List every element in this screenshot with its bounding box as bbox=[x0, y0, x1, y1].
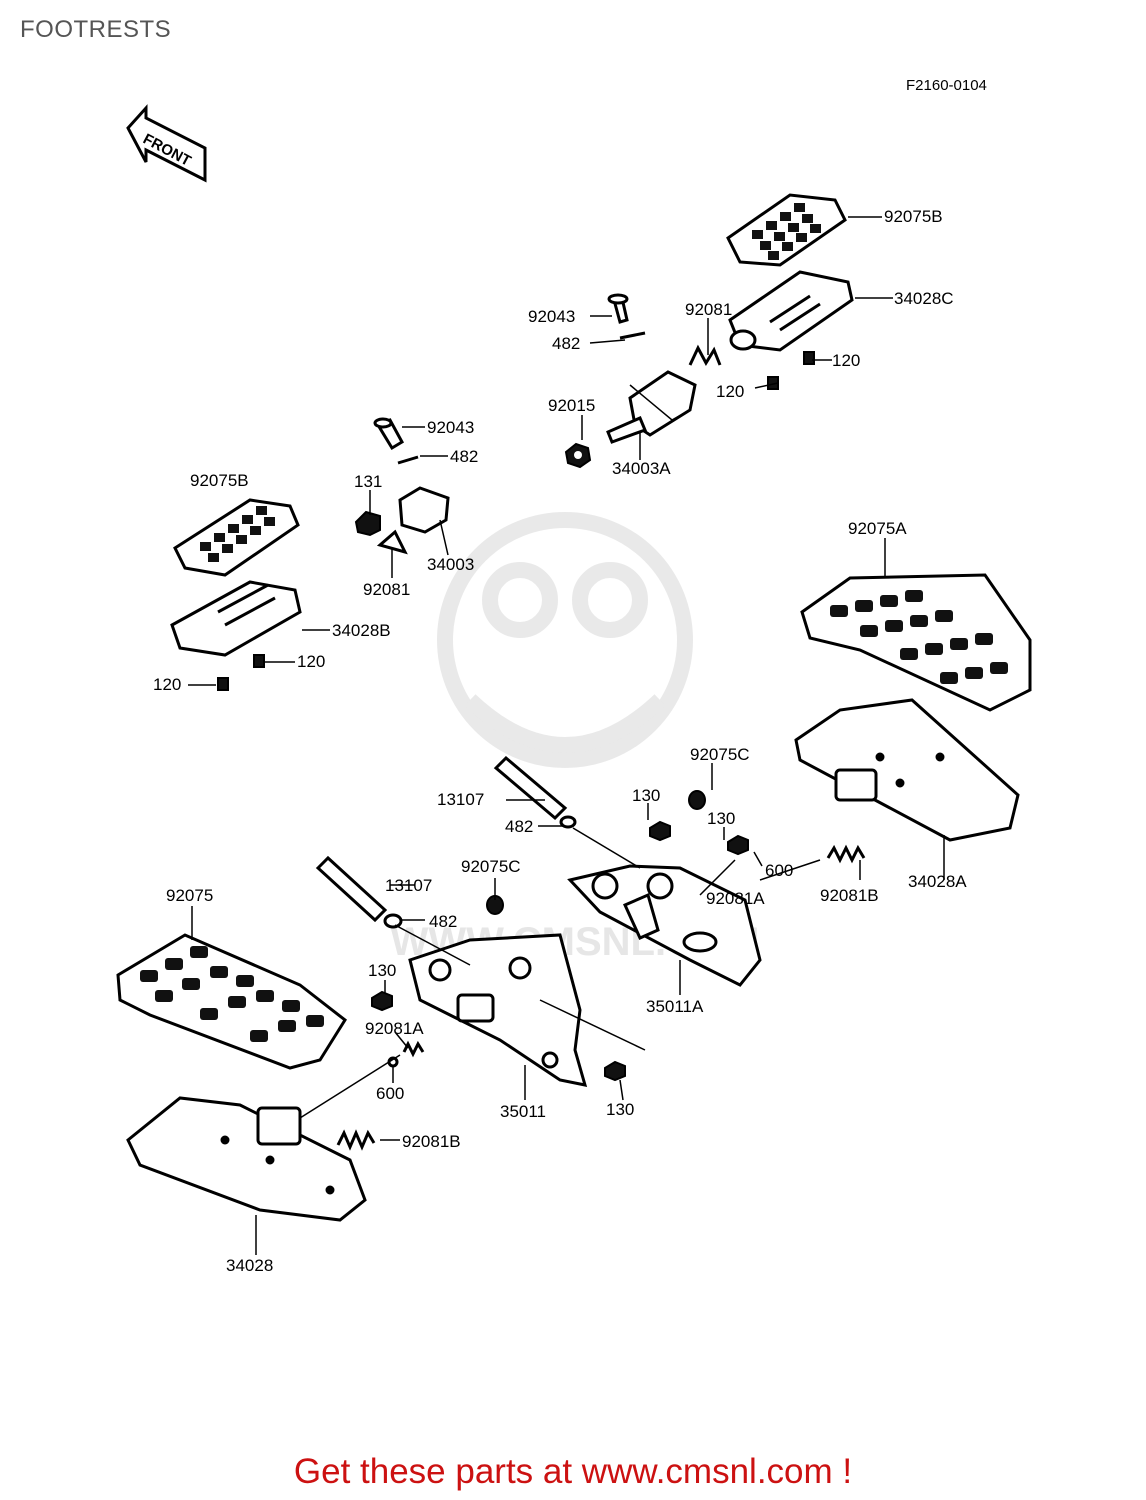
footpeg-left bbox=[170, 580, 302, 657]
callout-label: 600 bbox=[376, 1084, 404, 1103]
rubber-pad-left bbox=[173, 498, 300, 577]
callout-label: 482 bbox=[552, 334, 580, 353]
bolts-120-left bbox=[217, 654, 265, 691]
callout-label: 92081A bbox=[706, 889, 765, 908]
callout-label: 482 bbox=[429, 912, 457, 931]
callout-label: 34028 bbox=[226, 1256, 273, 1275]
callout-label: 130 bbox=[632, 786, 660, 805]
bolts-130-left bbox=[371, 895, 626, 1082]
callout-label: 92043 bbox=[528, 307, 575, 326]
footpeg-bracket-upper-right bbox=[606, 370, 697, 444]
rubber-pad-upper-right bbox=[726, 193, 847, 267]
callout-label: 35011 bbox=[500, 1102, 546, 1121]
callout-label: 92081B bbox=[402, 1132, 461, 1151]
bolt-131 bbox=[354, 510, 381, 537]
callout-label: 92075C bbox=[690, 745, 750, 764]
callout-label: 600 bbox=[765, 861, 793, 880]
callout-label: 120 bbox=[153, 675, 181, 694]
floorboard-right bbox=[794, 698, 1020, 842]
front-arrow-icon: FRONT bbox=[126, 104, 207, 183]
pivot-shaft-13107-lower bbox=[315, 855, 403, 929]
callout-label: 120 bbox=[832, 351, 860, 370]
page-title: FOOTRESTS bbox=[20, 16, 172, 43]
callout-label: 120 bbox=[297, 652, 325, 671]
callout-label: 34003A bbox=[612, 459, 671, 478]
leader-lines bbox=[188, 216, 945, 1255]
diagram-code: F2160-0104 bbox=[906, 77, 987, 94]
footpeg-bracket-left bbox=[376, 486, 450, 555]
callout-label: 130 bbox=[368, 961, 396, 980]
footpeg-upper-right bbox=[728, 270, 854, 352]
callout-label: 482 bbox=[450, 447, 478, 466]
callout-label: 92075A bbox=[848, 519, 907, 538]
floorboard-left bbox=[126, 1096, 367, 1222]
callout-label: 35011A bbox=[646, 997, 704, 1016]
callout-label: 92081B bbox=[820, 886, 879, 905]
callout-label: 92075 bbox=[166, 886, 213, 905]
floorboard-mat-right bbox=[800, 573, 1032, 712]
callout-label: 34028C bbox=[894, 289, 954, 308]
callout-label: 13107 bbox=[437, 790, 484, 809]
callout-labels: 92075B 34028C 92081 92043 482 120 120 92… bbox=[153, 207, 967, 1275]
callout-label: 34028B bbox=[332, 621, 391, 640]
spring-92081b-left bbox=[336, 1129, 376, 1151]
callout-label: 92075B bbox=[884, 207, 943, 226]
callout-label: 120 bbox=[716, 382, 744, 401]
bolts-130-right bbox=[649, 790, 749, 856]
callout-label: 130 bbox=[707, 809, 735, 828]
bracket-35011 bbox=[408, 933, 588, 1087]
spring-92081a-left bbox=[387, 1040, 425, 1068]
nut-92015 bbox=[564, 442, 592, 469]
pivot-pin-left bbox=[373, 417, 419, 465]
spring-92081b-right bbox=[826, 844, 866, 864]
callout-label: 92081 bbox=[685, 300, 732, 319]
spring-92081-upper bbox=[688, 344, 722, 367]
callout-label: 34028A bbox=[908, 872, 967, 891]
callout-label: 131 bbox=[354, 472, 382, 491]
callout-label: 92081 bbox=[363, 580, 410, 599]
pivot-shaft-13107-upper bbox=[493, 755, 577, 829]
floorboard-mat-left bbox=[116, 933, 347, 1070]
bracket-35011a bbox=[567, 864, 762, 987]
callout-label: 13107 bbox=[385, 876, 432, 895]
watermark-logo bbox=[437, 512, 693, 768]
callout-label: 92075C bbox=[461, 857, 521, 876]
callout-label: 92075B bbox=[190, 471, 249, 490]
callout-label: 92015 bbox=[548, 396, 595, 415]
footer-link[interactable]: Get these parts at www.cmsnl.com ! bbox=[293, 1452, 853, 1491]
callout-label: 130 bbox=[606, 1100, 634, 1119]
callout-label: 482 bbox=[505, 817, 533, 836]
pivot-pin-upper bbox=[607, 293, 646, 340]
callout-label: 34003 bbox=[427, 555, 474, 574]
callout-label: 92043 bbox=[427, 418, 474, 437]
callout-label: 92081A bbox=[365, 1019, 424, 1038]
bolts-120-upper bbox=[767, 351, 815, 390]
